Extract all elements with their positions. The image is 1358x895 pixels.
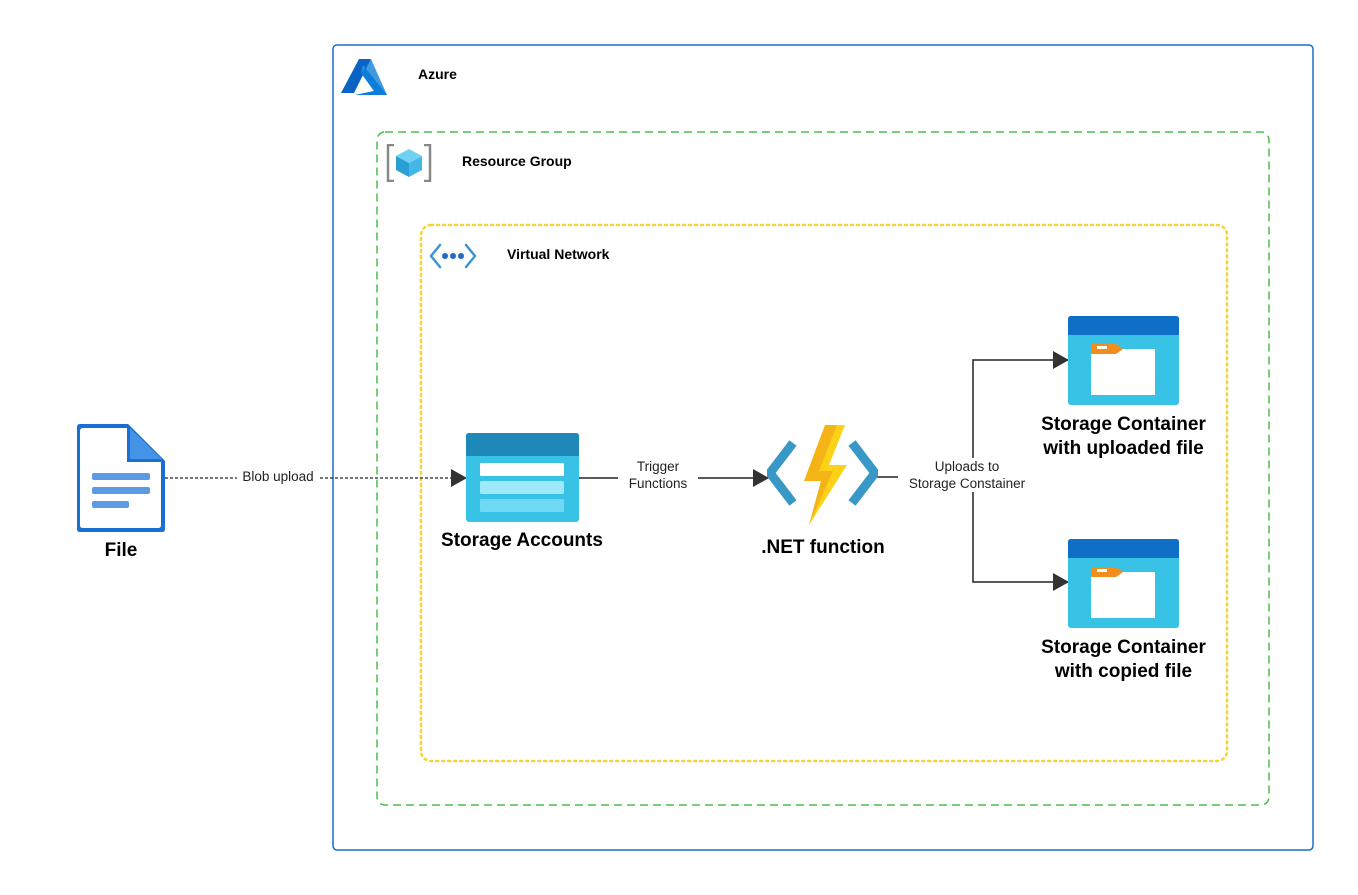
- container-copied-line1: Storage Container: [1041, 637, 1206, 658]
- uploads-label-line2: Storage Constainer: [908, 476, 1026, 491]
- virtual-network-label: Virtual Network: [507, 246, 610, 262]
- storage-container-icon: [1068, 316, 1179, 405]
- azure-logo-icon: [341, 59, 387, 95]
- function-lightning-icon: [767, 425, 878, 525]
- azure-group-border: [332, 44, 1314, 851]
- net-function-label: .NET function: [761, 537, 885, 558]
- container-uploaded-label: Storage Container with uploaded file: [1023, 413, 1224, 461]
- storage-container-icon: [1068, 539, 1179, 628]
- uploads-connector-lower: [972, 477, 1069, 591]
- uploads-label-line1: Uploads to: [934, 459, 1000, 474]
- container-copied-label: Storage Container with copied file: [1023, 636, 1224, 684]
- container-uploaded-line2: with uploaded file: [1043, 438, 1204, 459]
- storage-account-icon: [466, 433, 579, 522]
- resource-group-icon: [386, 144, 432, 182]
- blob-upload-label: Blob upload: [237, 468, 319, 485]
- virtual-network-icon: [429, 243, 477, 269]
- file-node-label: File: [104, 540, 138, 561]
- storage-accounts-label: Storage Accounts: [441, 530, 603, 551]
- virtual-network-border: [419, 223, 1229, 763]
- uploads-label: Uploads to Storage Constainer: [898, 458, 1036, 492]
- trigger-label-line1: Trigger: [636, 459, 680, 474]
- container-copied-line2: with copied file: [1054, 661, 1193, 682]
- azure-group-label: Azure: [418, 66, 457, 82]
- trigger-label: Trigger Functions: [618, 458, 698, 492]
- uploads-connector-upper: [972, 351, 1069, 477]
- trigger-label-line2: Functions: [628, 476, 688, 491]
- container-uploaded-line1: Storage Container: [1041, 414, 1206, 435]
- file-document-icon: [77, 424, 165, 532]
- resource-group-label: Resource Group: [462, 153, 572, 169]
- resource-group-border: [376, 131, 1270, 806]
